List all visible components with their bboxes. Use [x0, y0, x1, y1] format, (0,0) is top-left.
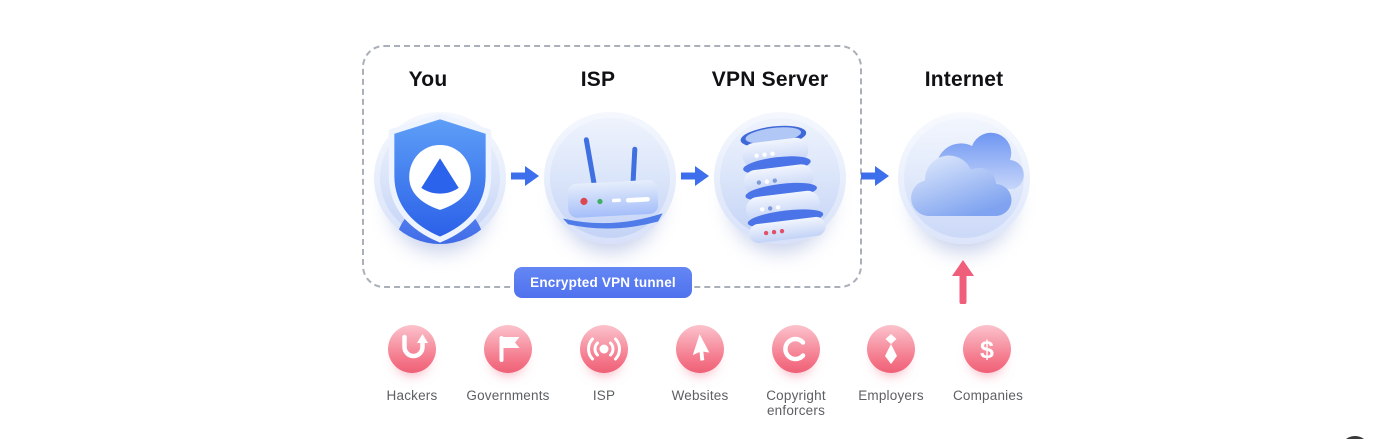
node-internet — [898, 112, 1030, 244]
encrypted-tunnel-label: Encrypted VPN tunnel — [530, 275, 676, 290]
chat-widget-button[interactable] — [1340, 436, 1370, 439]
cloud-icon — [898, 112, 1030, 244]
vpn-shield-icon — [388, 113, 492, 243]
node-vpn-server — [714, 112, 846, 244]
arrow-up-icon — [952, 260, 974, 304]
svg-text:$: $ — [980, 336, 994, 364]
broadcast-icon — [580, 325, 628, 373]
node-isp — [544, 112, 676, 244]
threat-label-hackers: Hackers — [386, 388, 438, 403]
threat-label-websites: Websites — [671, 388, 729, 403]
threat-label-isp: ISP — [592, 388, 616, 403]
arrow-right-icon — [861, 166, 889, 186]
arrow-right-icon — [511, 166, 539, 186]
node-title-isp: ISP — [580, 68, 616, 91]
server-stack-icon — [740, 125, 826, 243]
encrypted-tunnel-badge: Encrypted VPN tunnel — [514, 267, 692, 298]
cursor-icon — [676, 325, 724, 373]
node-title-internet: Internet — [924, 68, 1004, 91]
node-title-vpn-server: VPN Server — [711, 68, 829, 91]
flag-icon — [484, 325, 532, 373]
threat-label-governments: Governments — [466, 388, 550, 403]
threat-label-employers: Employers — [858, 388, 924, 403]
node-you — [374, 112, 506, 244]
necktie-icon — [867, 325, 915, 373]
router-icon — [544, 112, 676, 244]
threat-label-companies: Companies — [952, 388, 1024, 403]
dollar-icon: $ — [963, 325, 1011, 373]
node-title-you: You — [408, 68, 448, 91]
threat-label-copyright-enforcers: Copyright enforcers — [766, 388, 826, 418]
copyright-icon — [772, 325, 820, 373]
arrow-right-icon — [681, 166, 709, 186]
phishing-hook-icon — [388, 325, 436, 373]
